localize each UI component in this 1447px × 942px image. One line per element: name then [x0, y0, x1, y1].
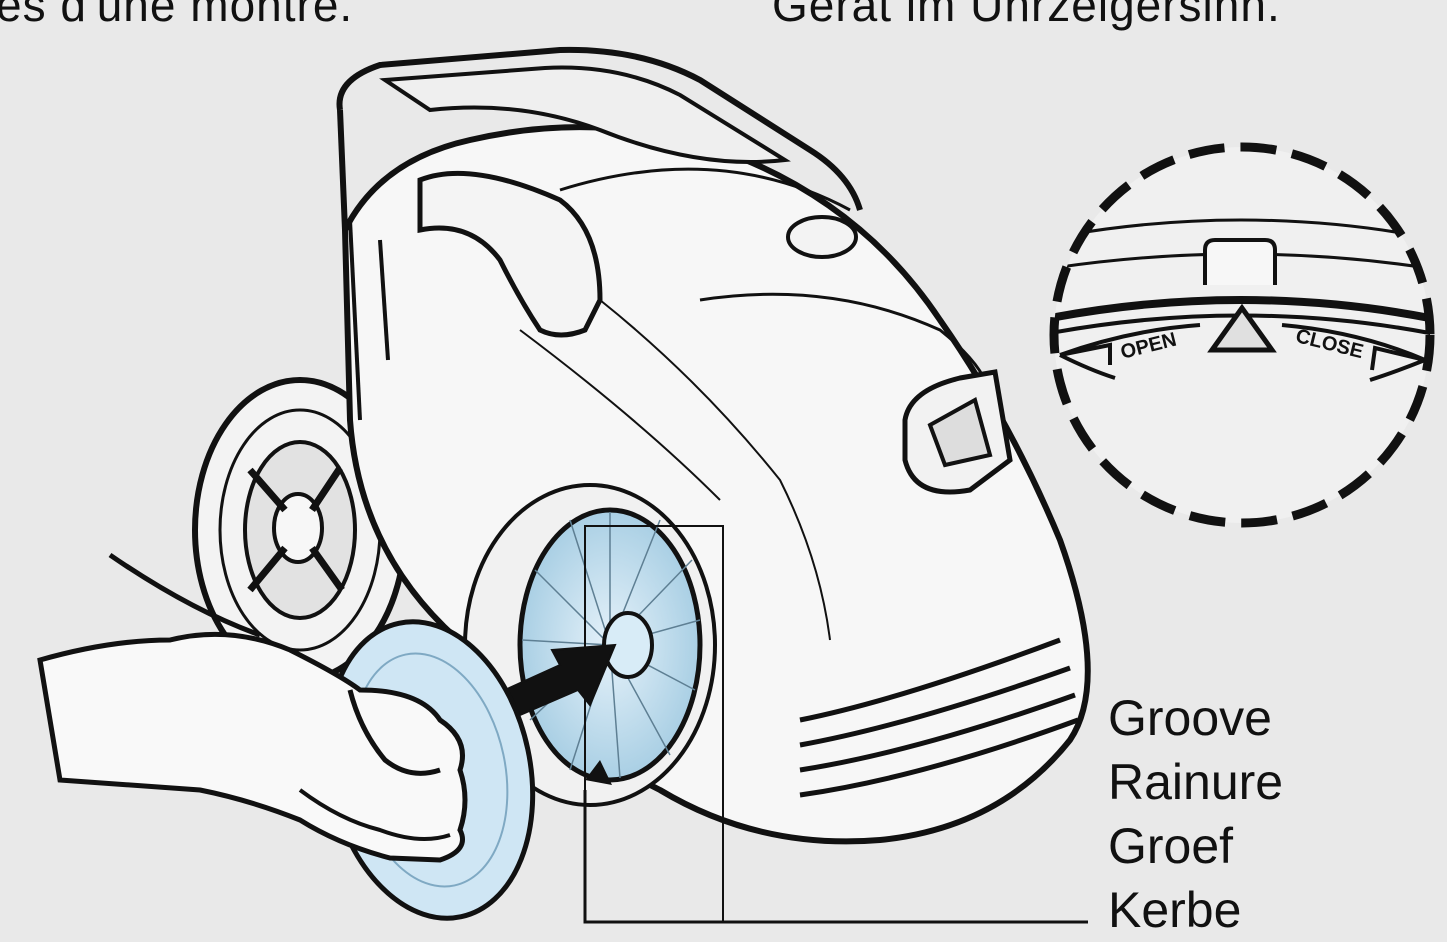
callout-groove-de: Kerbe — [1108, 882, 1242, 938]
hand-illustration — [37, 552, 468, 863]
insert-arrow-icon — [503, 643, 617, 717]
groove-marker — [585, 760, 612, 785]
callout-leader — [583, 790, 1088, 924]
callout-groove-fr: Rainure — [1108, 754, 1284, 810]
caption-left: es d'une montre. — [0, 0, 354, 31]
groove-callout: Groove Rainure Groef Kerbe — [1108, 686, 1283, 942]
hose-port — [902, 369, 1013, 495]
callout-groove-nl: Groef — [1108, 818, 1234, 874]
callout-groove-en: Groove — [1108, 690, 1272, 746]
caption-right: Gerät im Uhrzeigersinn. — [772, 0, 1281, 31]
open-close-dial-detail: OPEN CLOSE — [1049, 142, 1435, 528]
